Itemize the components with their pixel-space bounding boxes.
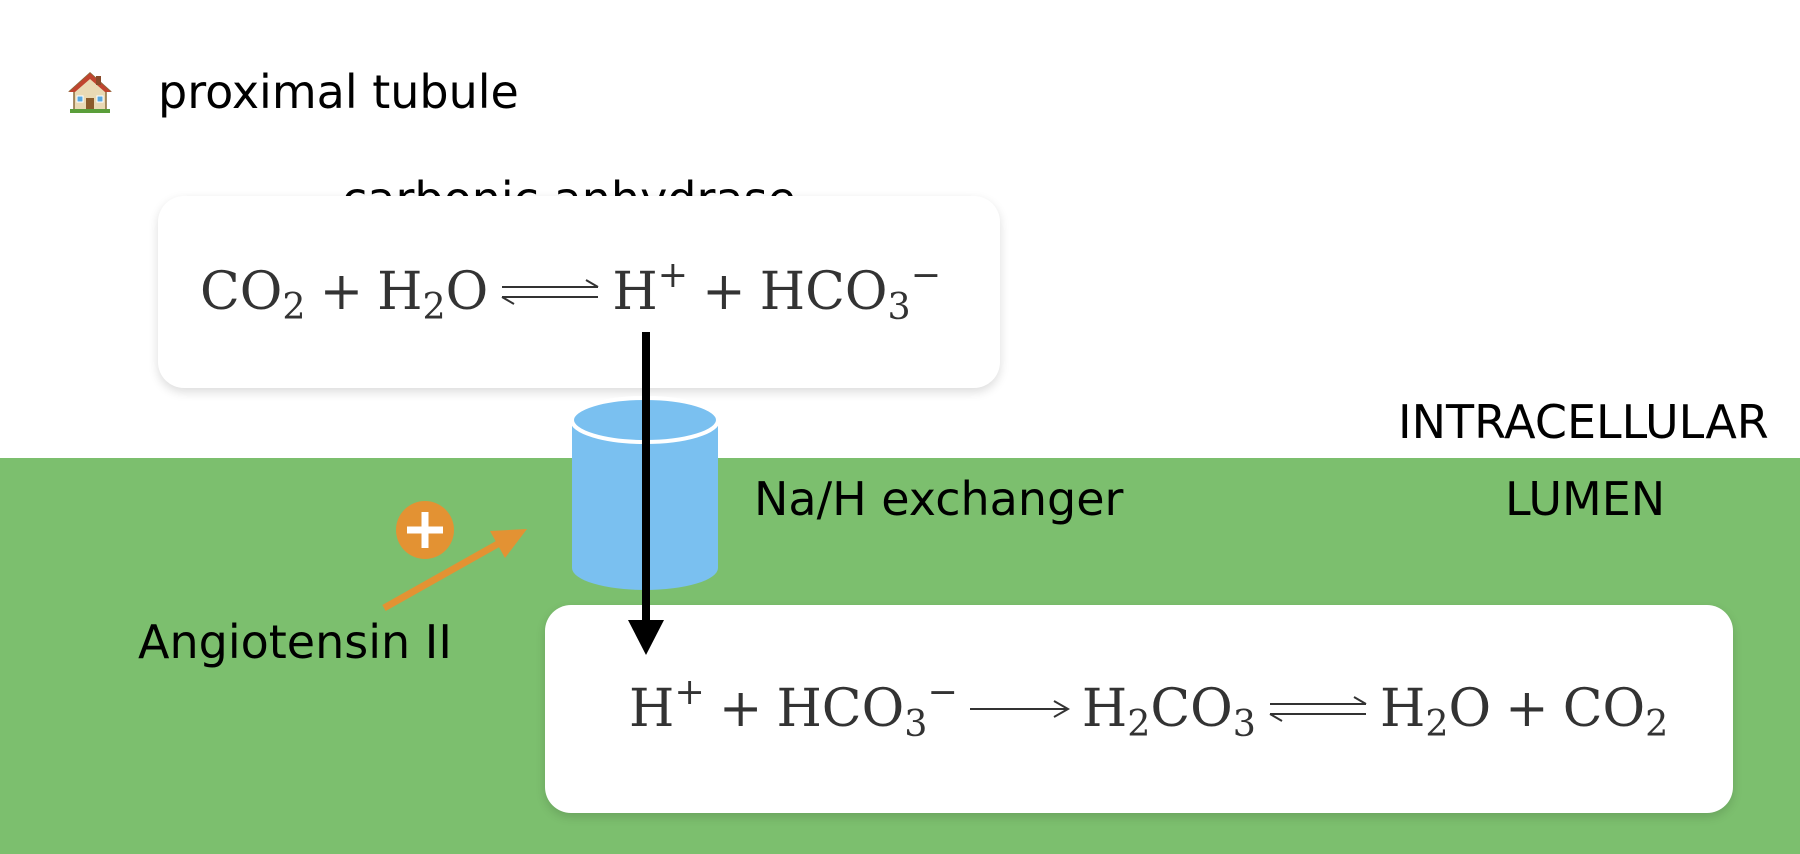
proton-flux-arrow: [628, 332, 664, 655]
equation-operator: +: [1505, 679, 1549, 739]
species-symbol: HCO: [776, 679, 905, 739]
equation-operator: +: [718, 679, 763, 739]
chemical-species: HCO3−: [759, 256, 941, 324]
species-subscript: 3: [1232, 702, 1256, 746]
species-symbol: CO: [1150, 679, 1233, 739]
equation-operator: +: [702, 262, 746, 322]
reaction-forward-arrow: [969, 700, 1070, 718]
species-symbol: CO: [1562, 679, 1646, 739]
plus-circle-icon: [396, 501, 454, 559]
species-symbol: HCO: [759, 262, 888, 322]
species-charge: +: [674, 670, 705, 714]
chemical-species: H+: [629, 673, 705, 739]
proton-flux-arrowhead: [628, 620, 664, 655]
species-subscript: 2: [1425, 702, 1449, 746]
species-symbol: O: [1448, 679, 1492, 739]
chemical-species: H+: [612, 256, 688, 322]
species-charge: −: [927, 670, 958, 714]
reaction-equilibrium-arrow: [1269, 696, 1367, 722]
chemical-species: H2O: [1379, 679, 1492, 742]
chemical-species: HCO3−: [776, 673, 957, 741]
chemical-species: H2O: [377, 262, 489, 325]
reaction-equilibrium-arrow: [501, 279, 599, 305]
species-subscript: 2: [422, 285, 446, 329]
species-subscript: 3: [904, 702, 928, 746]
lumen-zone-label: LUMEN: [1505, 472, 1666, 526]
species-subscript: 2: [1127, 702, 1151, 746]
species-symbol: O: [445, 262, 489, 322]
species-symbol: H: [1081, 679, 1128, 739]
angiotensin-stimulation: [382, 501, 527, 612]
species-symbol: CO: [200, 262, 283, 322]
species-subscript: 2: [282, 285, 306, 329]
page-header: proximal tubule: [68, 62, 519, 122]
equation-operator: +: [319, 262, 364, 322]
species-symbol: H: [612, 262, 658, 322]
species-charge: −: [910, 253, 942, 297]
chemical-species: H2CO3: [1081, 679, 1256, 742]
page-title: proximal tubule: [158, 65, 519, 119]
species-charge: +: [657, 253, 689, 297]
stimulus-label: Angiotensin II: [138, 615, 452, 669]
chemical-species: CO2: [200, 262, 306, 325]
stimulation-arrow-line: [382, 537, 505, 612]
species-symbol: H: [1379, 679, 1426, 739]
stimulation-arrowhead: [490, 529, 527, 558]
chemical-species: CO2: [1562, 679, 1669, 742]
species-subscript: 3: [887, 285, 911, 329]
species-symbol: H: [629, 679, 675, 739]
transporter-label: Na/H exchanger: [754, 472, 1124, 526]
house-icon: [68, 71, 112, 113]
species-symbol: H: [377, 262, 423, 322]
species-subscript: 2: [1645, 702, 1669, 746]
intracellular-zone-label: INTRACELLULAR: [1398, 395, 1769, 449]
